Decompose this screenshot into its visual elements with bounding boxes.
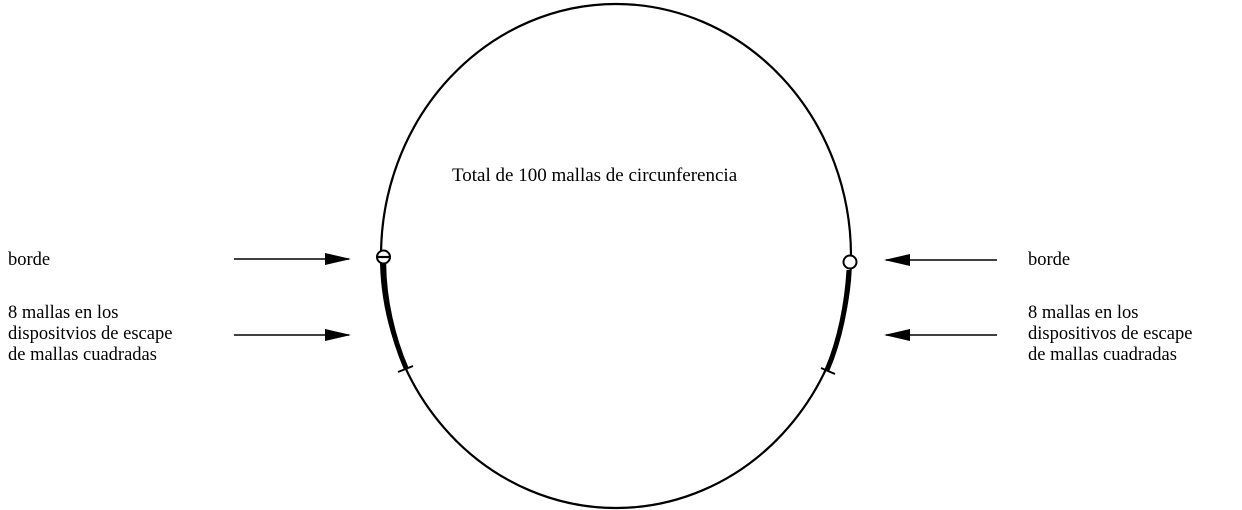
- left-escape-mesh-section: [381, 263, 409, 369]
- right-section-end-tick: [820, 367, 836, 375]
- right-escape-mesh-section: [824, 269, 852, 371]
- left-escape-mesh-label-line: de mallas cuadradas: [8, 345, 157, 365]
- right-escape-mesh-label-line: dispositivos de escape: [1028, 324, 1193, 344]
- right-escape-mesh-label-line: 8 mallas en los: [1028, 303, 1139, 323]
- left-escape-mesh-label: 8 mallas en los dispositvios de escape d…: [8, 303, 172, 366]
- right-edge-label: borde: [1028, 250, 1071, 270]
- left-section-end-tick: [397, 365, 414, 373]
- net-circumference-circle: [379, 2, 853, 510]
- circumference-mesh-count-label: Total de 100 mallas de circunferencia: [452, 165, 738, 186]
- right-escape-mesh-label-line: de mallas cuadradas: [1028, 345, 1177, 365]
- right-escape-mesh-label: 8 mallas en los dispositivos de escape d…: [1028, 303, 1192, 366]
- left-escape-mesh-label-line: 8 mallas en los: [8, 303, 119, 323]
- left-edge-label: borde: [8, 250, 51, 270]
- left-edge-marker: [376, 249, 391, 265]
- right-edge-marker: [842, 254, 858, 270]
- left-escape-mesh-label-line: dispositvios de escape: [8, 324, 173, 344]
